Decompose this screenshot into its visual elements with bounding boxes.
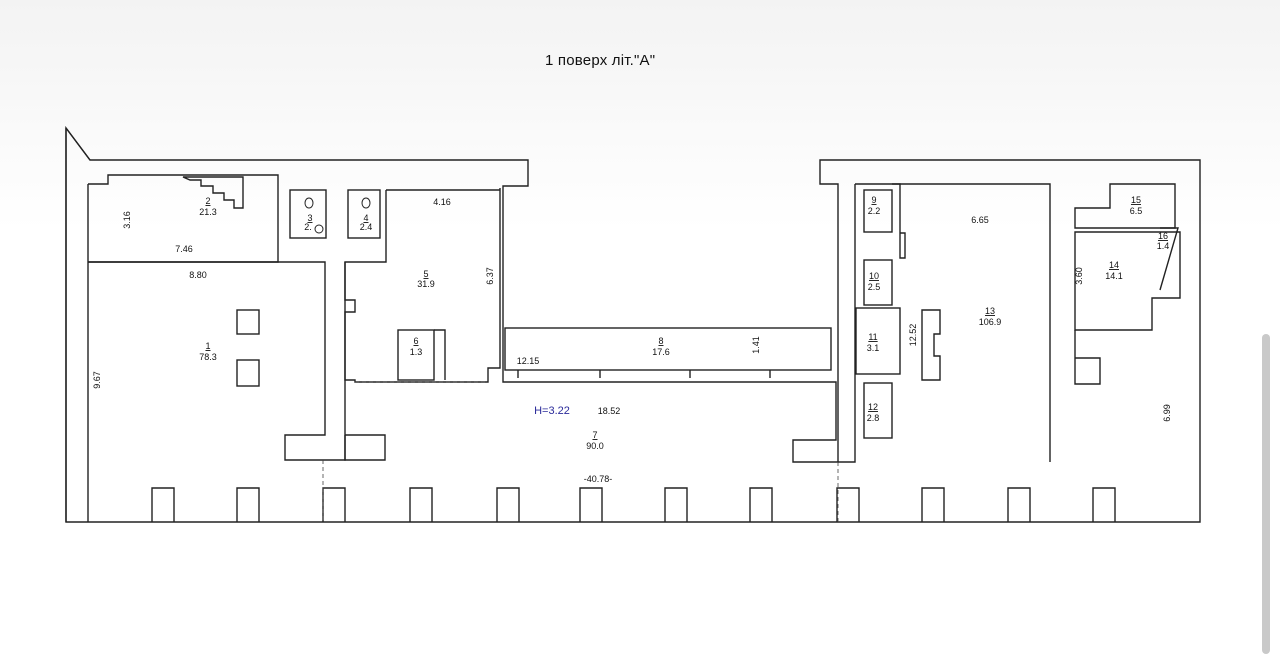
- room-3-area: 2.: [304, 222, 312, 232]
- dim-12-52: 12.52: [908, 324, 918, 347]
- room-12-number: 12: [868, 402, 878, 412]
- vertical-scrollbar[interactable]: [1262, 334, 1270, 654]
- dim-12-15: 12.15: [517, 356, 540, 366]
- dim-4-16: 4.16: [433, 197, 451, 207]
- room-1-number: 1: [205, 341, 210, 351]
- room-9-number: 9: [871, 195, 876, 205]
- dim-6-65: 6.65: [971, 215, 989, 225]
- ceiling-height: H=3.22: [534, 405, 570, 417]
- room-16-number: 16: [1158, 231, 1168, 241]
- room-10-area: 2.5: [868, 282, 881, 292]
- room-6-number: 6: [413, 336, 418, 346]
- room-5-number: 5: [423, 269, 428, 279]
- room-1-area: 78.3: [199, 352, 217, 362]
- toilet-icon: [361, 197, 371, 209]
- room-13-number: 13: [985, 306, 995, 316]
- room-9-area: 2.2: [868, 206, 881, 216]
- sink-icon: [314, 224, 324, 234]
- room-7-area: 90.0: [586, 441, 604, 451]
- floor-plan-title: 1 поверх літ."А": [545, 52, 656, 69]
- room-14-number: 14: [1109, 260, 1119, 270]
- dim-3-16: 3.16: [122, 211, 132, 229]
- dim-3-60: 3.60: [1074, 267, 1084, 285]
- dim-6-37: 6.37: [485, 267, 495, 285]
- room-16-area: 1.4: [1157, 241, 1170, 251]
- dim-8-80: 8.80: [189, 270, 207, 280]
- room-15-area: 6.5: [1130, 206, 1143, 216]
- room-11-area: 3.1: [867, 343, 880, 353]
- room-8-area: 17.6: [652, 347, 670, 357]
- room-12-area: 2.8: [867, 413, 880, 423]
- room-8-number: 8: [658, 336, 663, 346]
- room-14-area: 14.1: [1105, 271, 1123, 281]
- room-2-number: 2: [205, 196, 210, 206]
- dim-7-46: 7.46: [175, 244, 193, 254]
- room-15-number: 15: [1131, 195, 1141, 205]
- dim-1-41: 1.41: [751, 336, 761, 354]
- room-4-area: 2.4: [360, 222, 373, 232]
- room-13-area: 106.9: [979, 317, 1002, 327]
- dim-9-67: 9.67: [92, 371, 102, 389]
- dim-total-length: -40.78-: [584, 474, 613, 484]
- dim-18-52: 18.52: [598, 406, 621, 416]
- room-2-area: 21.3: [199, 207, 217, 217]
- dim-6-99: 6.99: [1162, 404, 1172, 422]
- room-11-number: 11: [868, 332, 877, 342]
- room-10-number: 10: [869, 271, 879, 281]
- room-6-area: 1.3: [410, 347, 423, 357]
- outer-wall: [65, 127, 1201, 523]
- room-3-number: 3: [307, 213, 312, 223]
- walls: [65, 125, 1201, 523]
- toilet-icon: [304, 197, 314, 209]
- room-7-number: 7: [592, 430, 597, 440]
- room-5-area: 31.9: [417, 279, 435, 289]
- room-4-number: 4: [363, 213, 368, 223]
